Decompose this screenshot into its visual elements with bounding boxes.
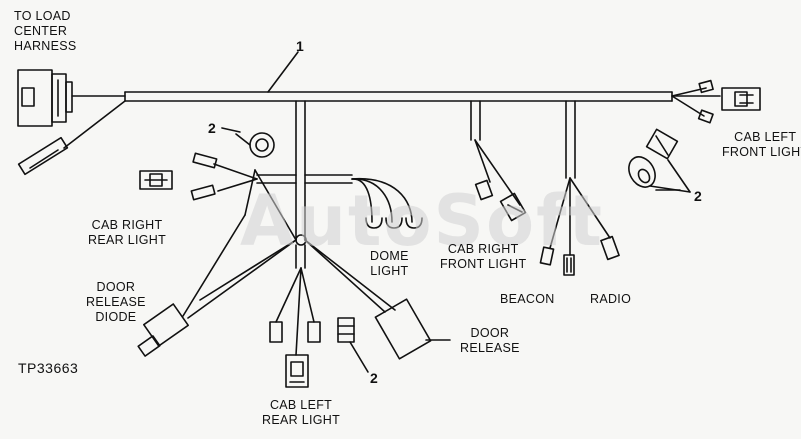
grommet-right-2 [628,156,691,193]
label-cab-left-rear-light: CAB LEFT REAR LIGHT [262,398,341,427]
grommet-top [235,132,275,158]
label-door-release: DOOR RELEASE [460,326,520,355]
label-cab-right-front-light: CAB RIGHT FRONT LIGHT [440,242,527,271]
cab-left-rear-connector [285,354,309,388]
figure-code: TP33663 [18,360,79,376]
door-release-wires [304,239,451,360]
label-door-release-diode: DOOR RELEASE DIODE [86,280,146,324]
label-load-center: TO LOAD CENTER HARNESS [14,9,77,53]
diode-wires [137,169,297,357]
beacon-radio-branch [539,100,620,276]
callout-grommet-top: 2 [208,120,216,136]
dome-branch [304,174,423,229]
rear-right-branch [139,152,297,201]
label-dome-light: DOME LIGHT [370,249,409,278]
front-left-branch [671,79,761,124]
front-right-branch [470,100,527,222]
grommet-bottom [337,317,369,373]
load-center-connector [17,69,126,127]
callout-grommet-right: 2 [694,188,702,204]
watermark: AutoSoft [240,180,604,262]
center-drop [295,100,306,241]
label-beacon: BEACON [500,292,555,306]
grommet-right-1 [645,128,679,160]
label-cab-right-rear-light: CAB RIGHT REAR LIGHT [88,218,167,247]
main-trunk [124,91,673,102]
label-cab-left-front-light: CAB LEFT FRONT LIGHT [722,130,801,159]
callout-harness: 1 [296,38,304,54]
label-radio: RADIO [590,292,632,306]
callout-grommet-bottom: 2 [370,370,378,386]
lower-left-fuse [17,100,126,176]
